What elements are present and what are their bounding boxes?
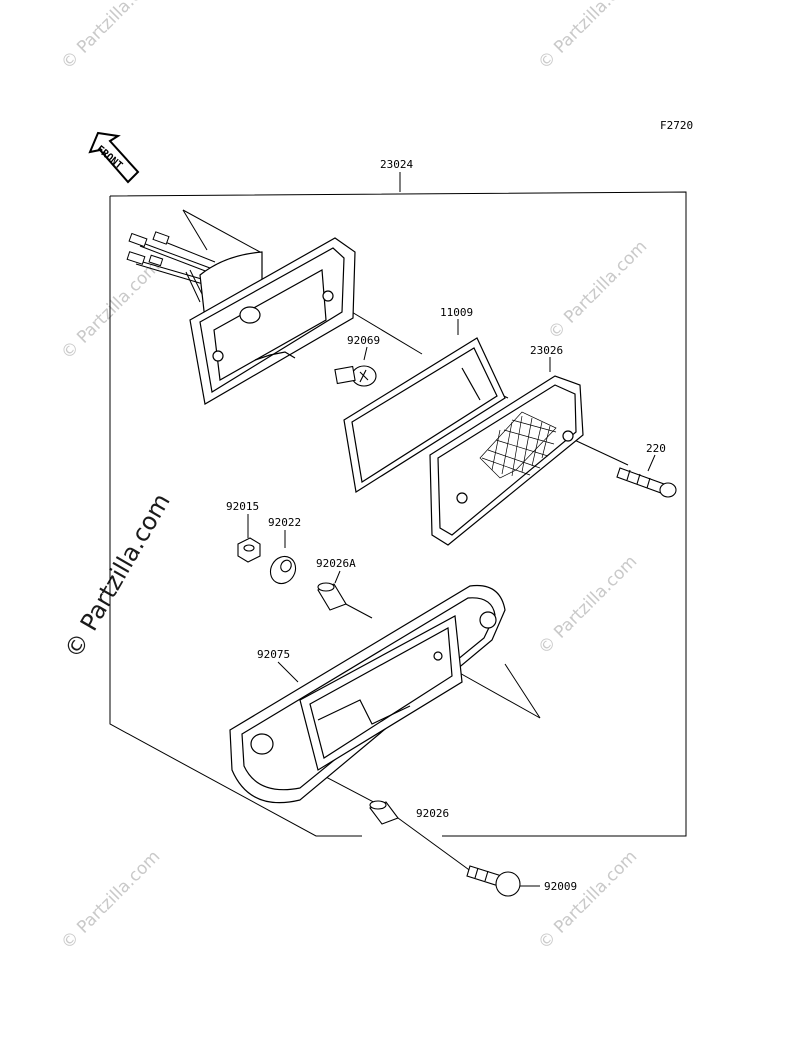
watermark: © Partzilla.com [57, 0, 164, 74]
watermark: © Partzilla.com [57, 847, 164, 954]
watermark-large: © Partzilla.com [59, 489, 176, 663]
gasket [343, 337, 506, 493]
part-labels: 23024 11009 92069 23026 220 92015 92022 … [226, 158, 666, 893]
bulb-icon [334, 365, 377, 387]
part-label-collar-a: 92026A [316, 557, 356, 570]
part-label-collar: 92026 [416, 807, 449, 820]
part-label-housing: 92075 [257, 648, 290, 661]
lens [429, 375, 584, 546]
collar-a-icon [317, 582, 347, 611]
leader-lines [182, 209, 656, 887]
lens-reflector-grid [479, 411, 557, 479]
part-label-bolt: 92009 [544, 880, 577, 893]
housing-bracket [229, 584, 506, 804]
lens-screw-icon [616, 467, 677, 498]
part-label-nut: 92015 [226, 500, 259, 513]
watermark: © Partzilla.com [534, 552, 641, 659]
nut-icon [237, 537, 261, 563]
part-label-bulb: 92069 [347, 334, 380, 347]
bolt-icon [466, 865, 521, 897]
front-arrow-icon: FRONT [88, 131, 140, 184]
part-label-gasket: 11009 [440, 306, 473, 319]
collar-icon [369, 800, 399, 825]
washer-icon [269, 555, 297, 585]
watermark: © Partzilla.com [534, 847, 641, 954]
watermark: © Partzilla.com [534, 0, 641, 74]
part-label-lens-screw: 220 [646, 442, 666, 455]
part-label-washer: 92022 [268, 516, 301, 529]
part-label-lens: 23026 [530, 344, 563, 357]
watermark: © Partzilla.com [57, 257, 164, 364]
assembly-bracket [109, 172, 687, 837]
part-label-assembly: 23024 [380, 158, 413, 171]
watermark: © Partzilla.com [544, 237, 651, 344]
wire-leads [126, 231, 216, 303]
tail-light-assembly [126, 231, 356, 405]
figure-code: F2720 [660, 119, 693, 132]
